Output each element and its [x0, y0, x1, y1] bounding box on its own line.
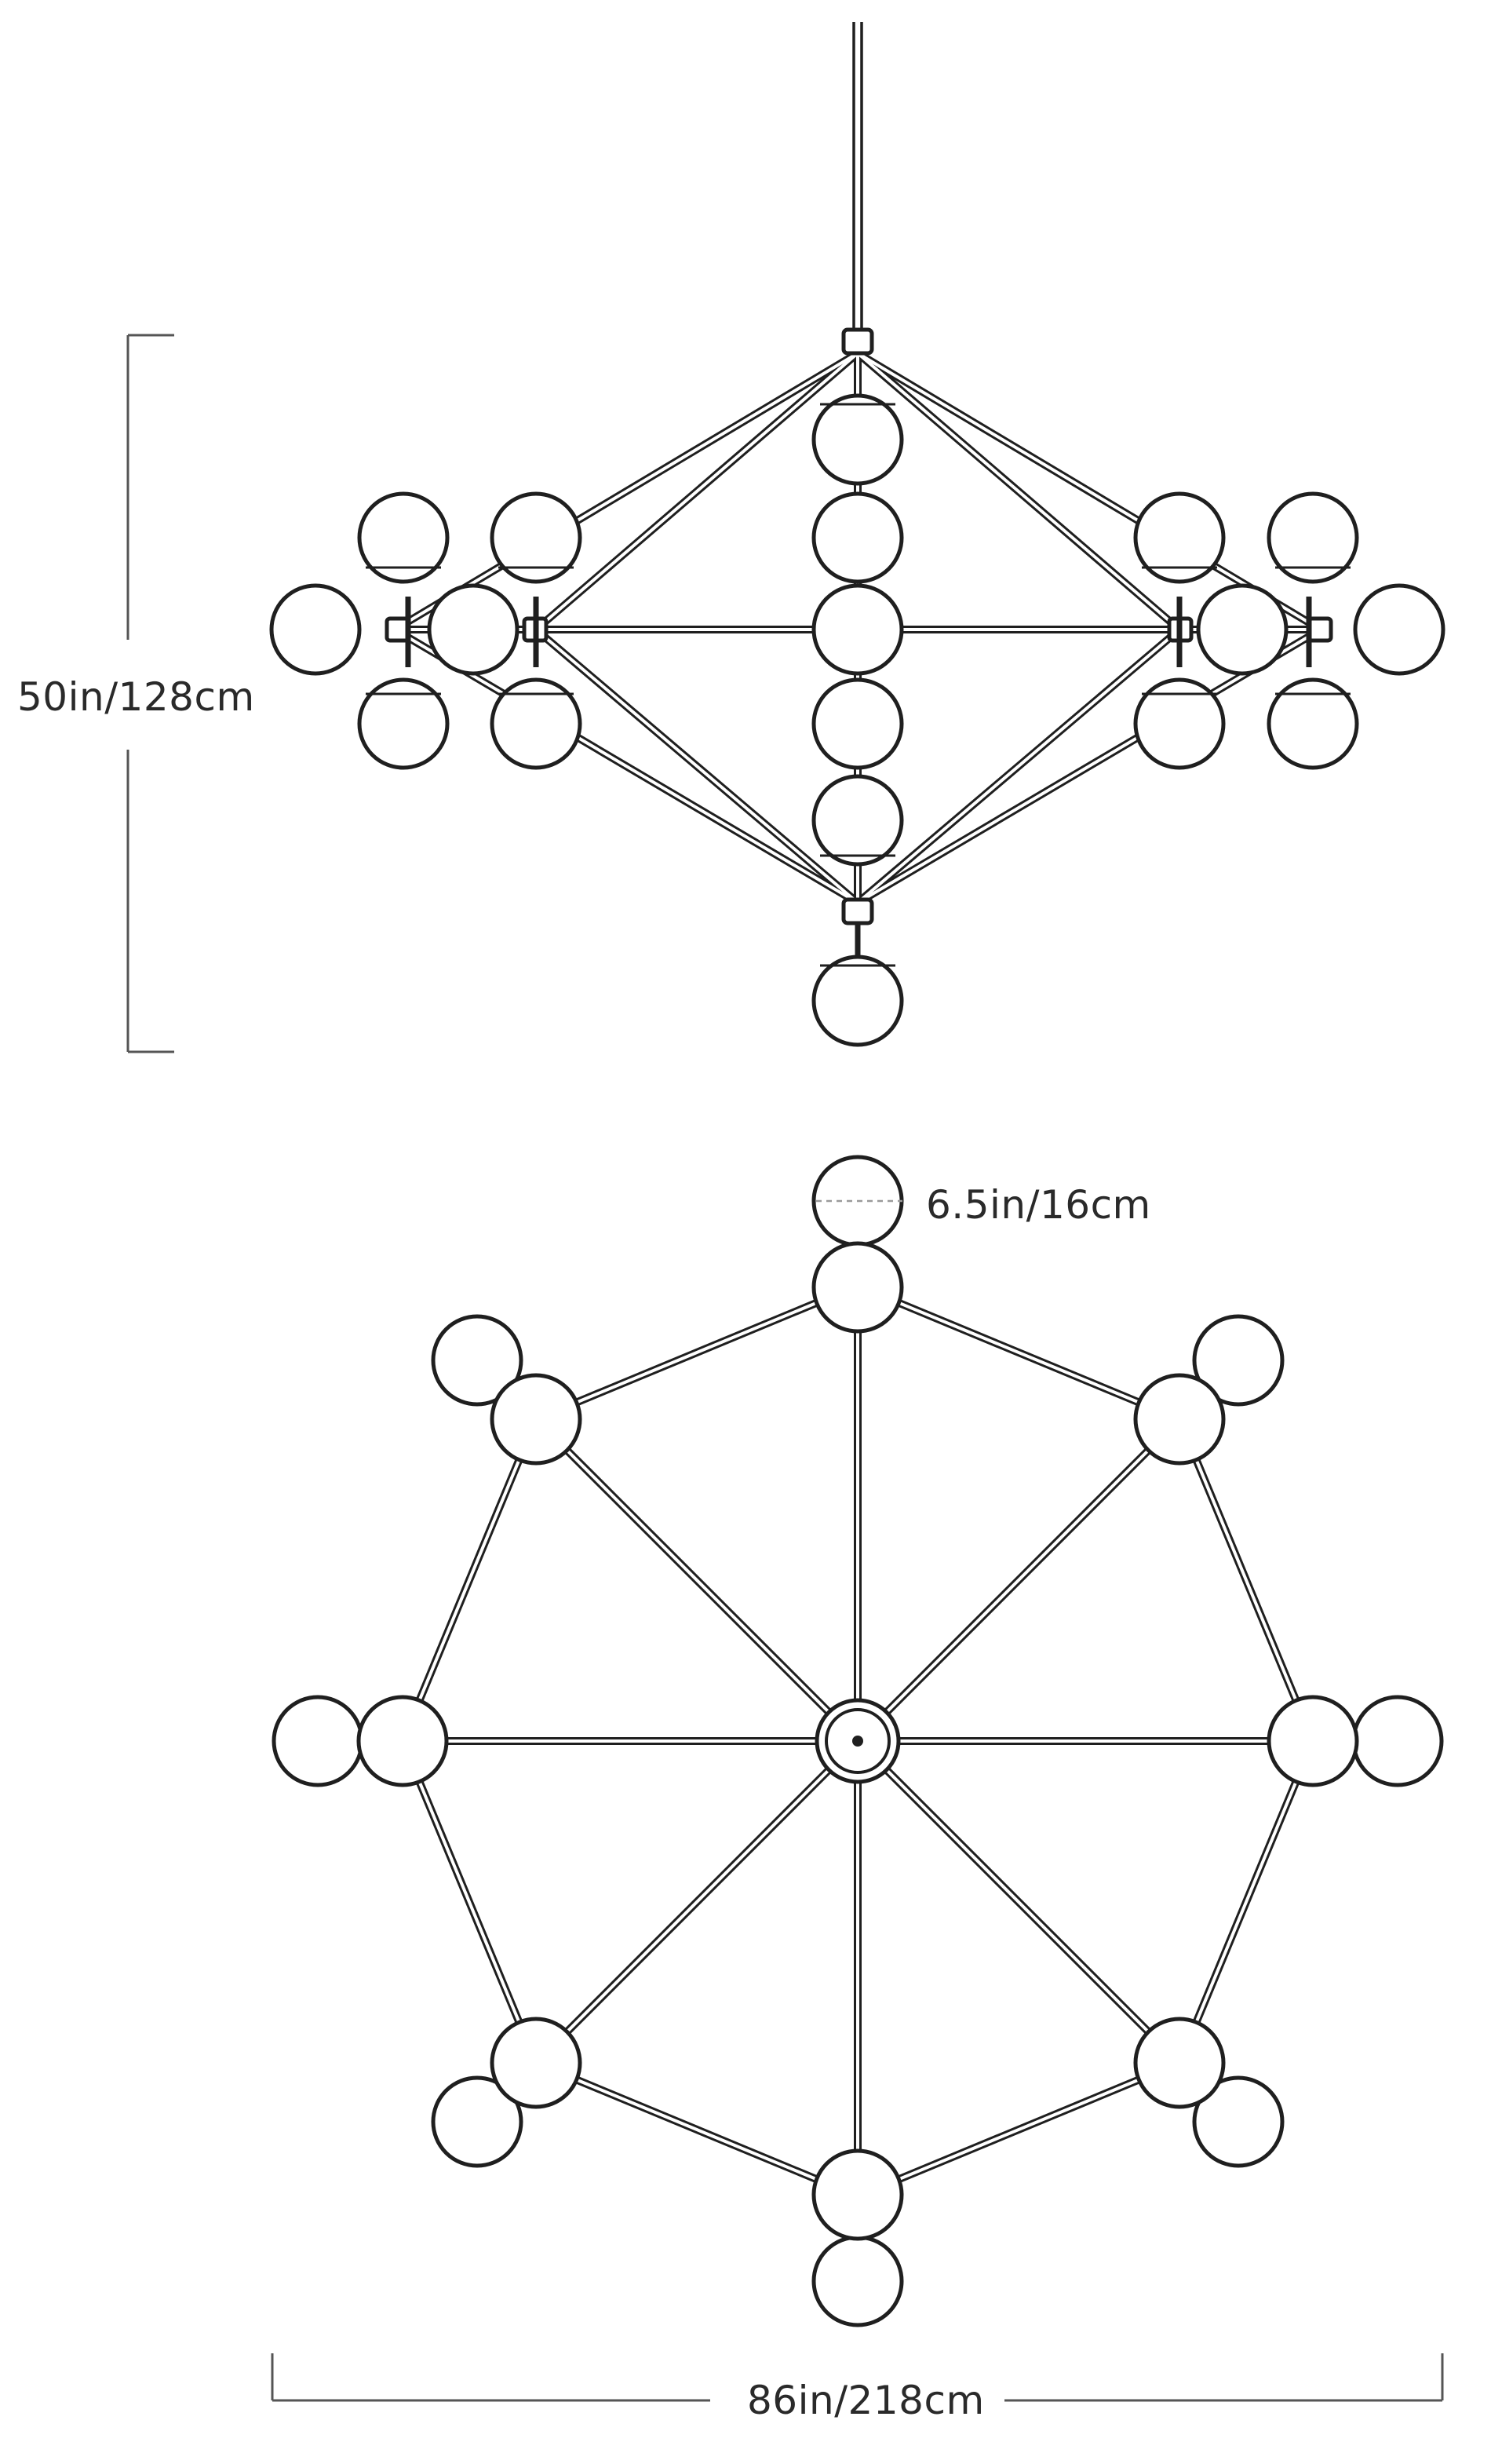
- globe-icon: [1353, 583, 1445, 676]
- globe-icon: [811, 774, 904, 867]
- elevation-globe-stems: [405, 597, 1312, 956]
- globe-icon: [1192, 1314, 1285, 1407]
- globe-icon: [427, 583, 519, 676]
- globe-icon: [356, 1695, 449, 1787]
- elevation-view: 50in/128cm: [17, 22, 1445, 1053]
- globe-icon: [811, 2148, 904, 2241]
- globe-icon: [811, 583, 904, 676]
- node-connectors: [385, 616, 1333, 643]
- globe-icon: [357, 491, 450, 584]
- plan-spokes-inner: [401, 1284, 1314, 2198]
- globe-icon: [431, 1314, 523, 1407]
- plan-view: 6.5in/16cm 86in/218cm: [271, 1155, 1444, 2423]
- globe-icon: [431, 2075, 523, 2168]
- globe-icon: [490, 491, 582, 584]
- top-hub: [841, 327, 874, 356]
- globe-icon: [811, 2235, 904, 2327]
- plan-inner-globes: [356, 1241, 1359, 2241]
- globe-icon: [811, 1241, 904, 1334]
- globe-icon: [1192, 2075, 1285, 2168]
- plan-outer-globes: [272, 1155, 1444, 2327]
- globe-icon: [1267, 491, 1359, 584]
- elevation-globes: [269, 393, 1445, 1047]
- globe-icon: [490, 677, 582, 770]
- globe-icon: [811, 955, 904, 1047]
- globe-icon: [1267, 1695, 1359, 1787]
- globe-icon: [811, 677, 904, 770]
- bottom-hub: [841, 897, 874, 925]
- globe-icon: [811, 491, 904, 584]
- globe-icon: [490, 2017, 582, 2109]
- globe-icon: [1196, 583, 1289, 676]
- width-dimension-label: 86in/218cm: [747, 2378, 985, 2423]
- globe-icon: [1133, 1373, 1226, 1466]
- height-dimension-label: 50in/128cm: [17, 674, 255, 720]
- globe-icon: [811, 393, 904, 486]
- globe-collars: [366, 403, 1351, 967]
- suspension-rod: [852, 22, 863, 333]
- globe-icon: [357, 677, 450, 770]
- globe-icon: [1351, 1695, 1444, 1787]
- globe-icon: [1133, 491, 1226, 584]
- globe-icon: [490, 1373, 582, 1466]
- plan-center-hub: [815, 1698, 901, 1784]
- globe-icon: [272, 1695, 364, 1787]
- globe-icon: [269, 583, 362, 676]
- globe-icon: [1267, 677, 1359, 770]
- globe-diameter-label: 6.5in/16cm: [926, 1182, 1151, 1228]
- height-dimension: [126, 334, 174, 1053]
- globe-icon: [1133, 677, 1226, 770]
- width-dimension: [271, 2353, 1444, 2402]
- globe-icon: [1133, 2017, 1226, 2109]
